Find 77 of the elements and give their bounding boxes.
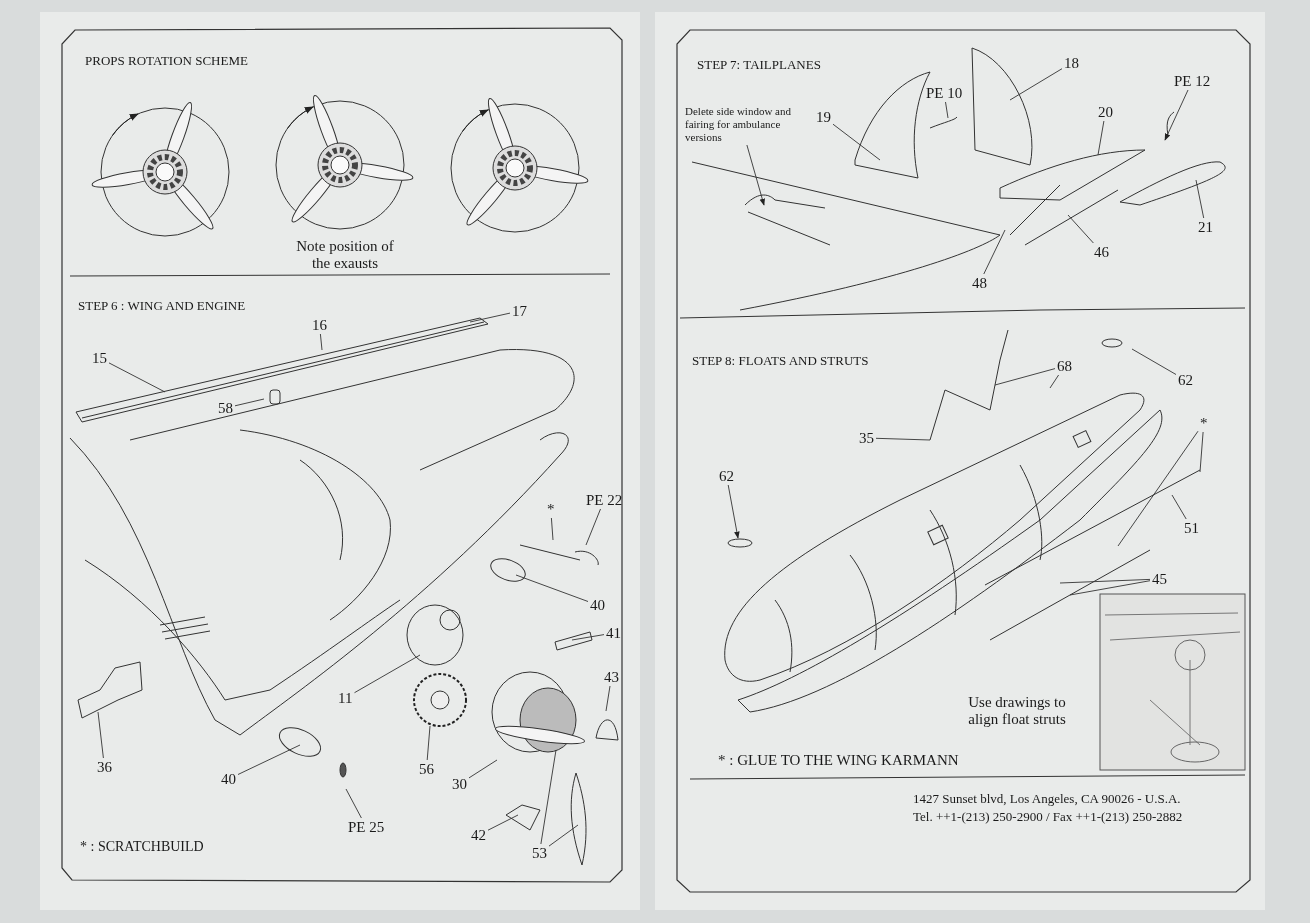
callout-number: * xyxy=(545,500,557,518)
callout-number: 30 xyxy=(450,775,469,793)
heading: STEP 7: TAILPLANES xyxy=(697,56,822,73)
callout-number: 45 xyxy=(1150,570,1169,588)
leader-line xyxy=(234,398,265,407)
callout-number: 15 xyxy=(90,349,109,367)
callout-number: 16 xyxy=(310,316,329,334)
callout-number: PE 25 xyxy=(346,818,387,836)
leader-line xyxy=(994,368,1056,386)
leader-line xyxy=(487,814,519,831)
note-text: Delete side window and fairing for ambulance versions xyxy=(683,104,799,145)
leader-line xyxy=(1131,348,1177,375)
callout-number: 46 xyxy=(1092,243,1111,261)
leader-line xyxy=(319,333,323,351)
callout-number: 62 xyxy=(1176,371,1195,389)
callout-number: 40 xyxy=(219,770,238,788)
leader-line xyxy=(468,759,498,779)
note-text: * : GLUE TO THE WING KARMANN xyxy=(718,752,960,769)
callout-number: 58 xyxy=(216,399,235,417)
callout-number: 19 xyxy=(814,108,833,126)
note-text: Use drawings to align float struts xyxy=(967,694,1067,728)
callout-number: 62 xyxy=(717,467,736,485)
leader-line xyxy=(108,362,166,393)
leader-line xyxy=(832,123,881,161)
callout-number: PE 10 xyxy=(924,84,965,102)
heading: STEP 6 : WING AND ENGINE xyxy=(78,297,247,314)
callout-number: 17 xyxy=(510,302,529,320)
leader-line xyxy=(1117,430,1199,547)
leader-line xyxy=(1059,578,1151,584)
leader-line xyxy=(345,788,362,819)
leader-line xyxy=(550,517,554,541)
heading: STEP 8: FLOATS AND STRUTS xyxy=(692,352,870,369)
leader-line xyxy=(469,312,511,323)
callout-number: PE 22 xyxy=(584,491,625,509)
leader-line xyxy=(1195,179,1205,219)
callout-number: 42 xyxy=(469,826,488,844)
leader-line xyxy=(354,654,421,694)
callout-number: 41 xyxy=(604,624,623,642)
callout-number: 53 xyxy=(530,844,549,862)
leader-line xyxy=(548,824,579,847)
leader-line xyxy=(515,574,589,602)
callout-number: 51 xyxy=(1182,519,1201,537)
callout-number: 56 xyxy=(417,760,436,778)
leader-line xyxy=(571,634,605,641)
heading: PROPS ROTATION SCHEME xyxy=(85,52,249,69)
callout-number: PE 12 xyxy=(1172,72,1213,90)
leader-line xyxy=(237,744,301,775)
leader-line xyxy=(983,229,1006,275)
callout-number: 11 xyxy=(336,689,355,707)
leader-line xyxy=(1049,374,1060,389)
callout-number: 48 xyxy=(970,274,989,292)
leader-line xyxy=(1097,120,1105,156)
leader-line xyxy=(875,437,931,441)
callout-number: 18 xyxy=(1062,54,1081,72)
leader-line xyxy=(945,101,949,119)
leader-line xyxy=(540,749,557,845)
leader-line xyxy=(1069,580,1151,596)
leader-line xyxy=(426,725,431,761)
leader-line xyxy=(1171,494,1187,520)
leader-line xyxy=(1067,214,1094,244)
callout-number: 21 xyxy=(1196,218,1215,236)
leader-line xyxy=(585,508,601,546)
note-text: Note position of the exausts xyxy=(295,238,395,272)
callout-number: 68 xyxy=(1055,357,1074,375)
note-text: * : SCRATCHBUILD xyxy=(80,838,205,855)
callout-number: 36 xyxy=(95,758,114,776)
leader-line xyxy=(1199,431,1204,473)
address-text: 1427 Sunset blvd, Los Angeles, CA 90026 - U.S.A. xyxy=(913,790,1182,807)
callout-number: 20 xyxy=(1096,103,1115,121)
leader-line xyxy=(97,711,104,759)
leader-line xyxy=(1009,68,1063,101)
callout-number: * xyxy=(1198,414,1210,432)
callout-number: 43 xyxy=(602,668,621,686)
callout-number: 35 xyxy=(857,429,876,447)
callout-number: 40 xyxy=(588,596,607,614)
address-text: Tel. ++1-(213) 250-2900 / Fax ++1-(213) 250-2882 xyxy=(913,808,1184,825)
leader-line xyxy=(605,685,611,712)
